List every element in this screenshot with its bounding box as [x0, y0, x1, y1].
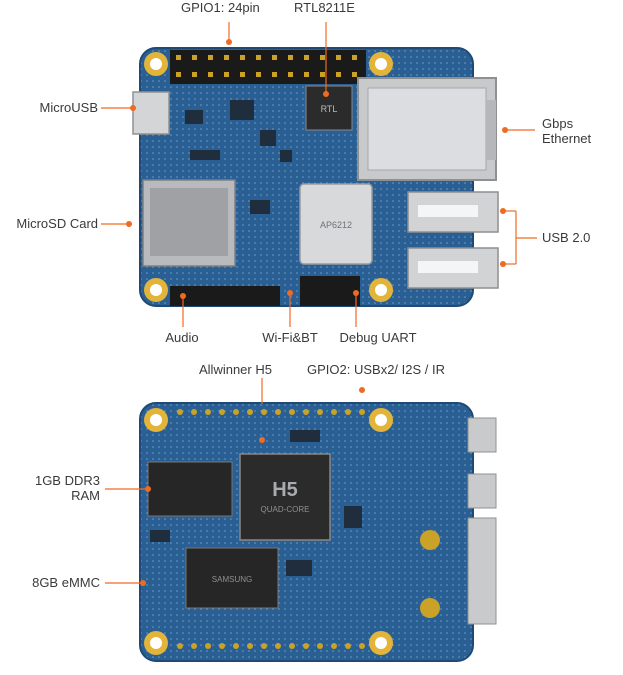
gpio1-header: [170, 50, 366, 84]
small-components-bottom: [150, 430, 362, 576]
rtl8211e-chip: [305, 85, 353, 131]
rtl-chip-text: RTL: [321, 104, 338, 114]
microusb-port: [132, 91, 170, 135]
ethernet-jack: [357, 77, 497, 181]
label-microusb: MicroUSB: [39, 100, 98, 115]
emmc-chip-text: SAMSUNG: [212, 575, 252, 584]
label-usb20: USB 2.0: [542, 230, 591, 245]
label-debug-uart: Debug UART: [339, 330, 417, 345]
leader-dots: [126, 39, 508, 586]
label-microsd: MicroSD Card: [16, 216, 98, 231]
emmc-chip: [185, 547, 279, 609]
label-ethernet-2: Ethernet: [542, 131, 592, 146]
label-audio: Audio: [165, 330, 199, 345]
bottom-board: H5 QUAD-CORE SAMSUNG: [139, 402, 497, 662]
wifi-module-text: AP6212: [320, 220, 352, 230]
label-emmc: 8GB eMMC: [32, 575, 100, 590]
small-components-top: [185, 100, 292, 214]
microsd-slot: [142, 179, 236, 267]
right-pads-bottom: [420, 530, 440, 618]
allwinner-h5-soc: [239, 453, 331, 541]
label-ddr3-1: 1GB DDR3: [34, 473, 100, 488]
label-wifi-bt: Wi-Fi&BT: [262, 330, 318, 345]
usb-ports: [407, 191, 499, 289]
bottom-side-connectors: [467, 417, 497, 625]
label-ddr3-2: RAM: [71, 488, 100, 503]
soc-chip-text-1: H5: [272, 479, 298, 501]
ddr3-ram-chip: [147, 461, 233, 517]
wifi-bt-module: [299, 183, 373, 265]
top-board: RTL AP6212: [132, 47, 499, 307]
leader-lines: [101, 22, 537, 584]
label-ethernet-1: Gbps: [542, 116, 574, 131]
label-rtl8211e: RTL8211E: [294, 0, 355, 15]
gpio-pads-bottom: [177, 409, 365, 649]
bottom-header-top-board: [170, 276, 360, 306]
mounting-holes-bottom: [144, 408, 393, 655]
label-allwinner-h5: Allwinner H5: [199, 362, 272, 377]
label-gpio1: GPIO1: 24pin: [181, 0, 260, 15]
label-gpio2: GPIO2: USBx2/ I2S / IR: [307, 362, 445, 377]
soc-chip-text-2: QUAD-CORE: [261, 505, 310, 514]
mounting-holes-top: [144, 52, 393, 302]
